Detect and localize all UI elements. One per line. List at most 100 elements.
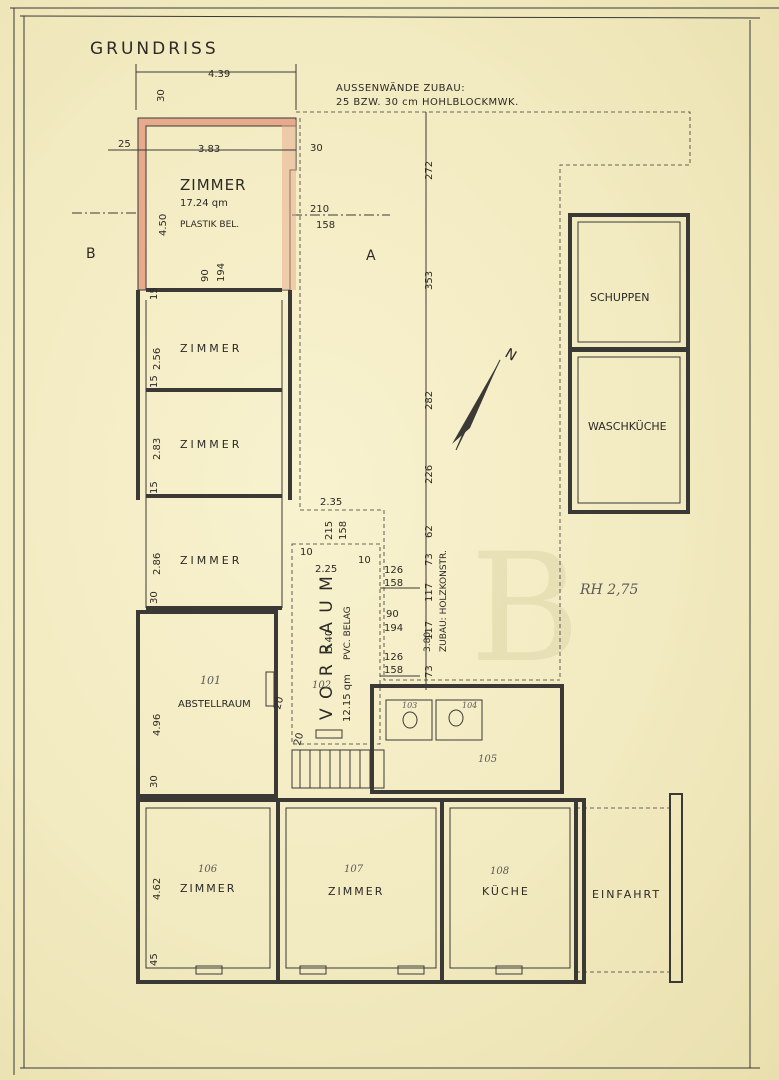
dim-158b: 158 (338, 521, 349, 540)
einfahrt-wall (669, 793, 683, 983)
room-waschkueche-name: WASCHKÜCHE (588, 420, 667, 433)
kueche-number: 108 (490, 866, 509, 877)
staircase-icon (291, 749, 385, 789)
north-label: N (502, 346, 519, 365)
abstellraum-number: 101 (200, 674, 221, 687)
dim-158a: 158 (316, 220, 335, 231)
dim-15c: 15 (149, 481, 160, 494)
zimmer-106-inner (145, 807, 271, 969)
dim-90: 90 (200, 269, 211, 282)
dim-272: 272 (424, 161, 435, 180)
dim-2-25: 2.25 (315, 564, 337, 575)
north-arrow: N (452, 346, 519, 451)
room-zimmer-top-floor: PLASTIK BEL. (180, 220, 239, 230)
waschkueche-inner (577, 356, 681, 504)
red-wall-right (282, 120, 296, 290)
toilet-icon (402, 711, 418, 729)
zubau-height: 3.80 (423, 632, 433, 652)
dim-10a: 10 (300, 547, 313, 558)
room-height-note: RH 2,75 (579, 582, 638, 598)
kueche-inner (449, 807, 571, 969)
watermark-letter: B (470, 522, 580, 696)
dim-126a: 126 (384, 565, 403, 576)
dim-20b: 20 (292, 732, 306, 747)
zimmer-106-number: 106 (198, 864, 218, 875)
room-zimmer-2-name: ZIMMER (180, 342, 242, 355)
room-kueche-name: KÜCHE (482, 885, 530, 898)
note-line-1: AUSSENWÄNDE ZUBAU: (336, 81, 465, 94)
service-block-walls (370, 684, 564, 794)
room-vorraum-area: 12.15 qm (342, 674, 353, 722)
bottom-row-walls (136, 798, 586, 984)
room-zimmer-107-name: ZIMMER (328, 885, 384, 898)
wc-104-outline (435, 699, 483, 741)
schuppen-inner (577, 221, 681, 343)
schuppen-walls (568, 213, 690, 351)
dim-15a: 15 (149, 287, 160, 300)
dim-117a: 117 (424, 583, 435, 602)
dim-5-40: 5.40 (324, 630, 335, 652)
room-zimmer-3-name: ZIMMER (180, 438, 242, 451)
dim-117b: 117 (424, 621, 435, 640)
dim-30c: 30 (149, 775, 160, 788)
section-label-a: A (366, 248, 376, 264)
room-zimmer-top-area: 17.24 qm (180, 198, 228, 209)
extension-inner (299, 118, 560, 681)
wc-103-outline (385, 699, 433, 741)
room-105-number: 105 (478, 754, 497, 765)
dim-room-width: 3.83 (198, 144, 220, 155)
room-abstellraum-name: ABSTELLRAUM (178, 699, 251, 710)
dim-4-62: 4.62 (152, 878, 163, 900)
dim-45: 45 (149, 953, 160, 966)
window-icon (195, 671, 523, 975)
dim-73a: 73 (424, 553, 435, 566)
dim-226: 226 (424, 465, 435, 484)
dim-room-length: 4.50 (158, 214, 169, 236)
toilet-icon (448, 709, 464, 727)
room-einfahrt-name: EINFAHRT (592, 888, 661, 901)
dim-right-30: 30 (310, 143, 323, 154)
room-zimmer-top-name: ZIMMER (180, 176, 246, 194)
section-label-b: B (86, 246, 96, 262)
dim-4-96: 4.96 (152, 714, 163, 736)
dim-126b: 126 (384, 652, 403, 663)
dim-210: 210 (310, 204, 329, 215)
wc-104-number: 104 (462, 701, 477, 710)
dim-194b: 194 (384, 623, 403, 634)
room-schuppen-name: SCHUPPEN (590, 291, 649, 304)
dim-2-83: 2.83 (152, 438, 163, 460)
room-zimmer-106-name: ZIMMER (180, 882, 236, 895)
waschkueche-walls (568, 348, 690, 514)
dim-158c: 158 (384, 578, 403, 589)
dim-30b: 30 (149, 591, 160, 604)
dim-90b: 90 (386, 609, 399, 620)
dim-353: 353 (424, 271, 435, 290)
zimmer-107-number: 107 (344, 864, 364, 875)
vorraum-number: 102 (312, 680, 331, 691)
frame-top (19, 15, 761, 19)
dim-73b: 73 (424, 665, 435, 678)
extension-boundary (296, 111, 691, 680)
vorraum-boundary (291, 543, 381, 745)
dim-top-30: 30 (156, 89, 167, 102)
dim-158d: 158 (384, 665, 403, 676)
dim-left-25: 25 (118, 139, 131, 150)
room-vorraum-floor: PVC. BELAG (343, 606, 353, 660)
dim-20a: 20 (272, 696, 286, 711)
room-zimmer-4-name: ZIMMER (180, 554, 242, 567)
zubau-label: ZUBAU: HOLZKONSTR. (439, 550, 449, 652)
abstellraum-walls (136, 610, 278, 798)
note-line-2: 25 BZW. 30 cm HOHLBLOCKMWK. (336, 97, 519, 108)
dim-15b: 15 (149, 375, 160, 388)
dim-282: 282 (424, 391, 435, 410)
dim-10b: 10 (358, 555, 371, 566)
dim-2-56: 2.56 (152, 348, 163, 370)
wc-103-number: 103 (402, 701, 417, 710)
page-title: GRUNDRISS (90, 39, 219, 59)
room-vorraum-name: V O R R A U M (317, 574, 337, 720)
dim-194: 194 (216, 263, 227, 282)
zimmer-107-inner (285, 807, 437, 969)
dim-2-86: 2.86 (152, 553, 163, 575)
